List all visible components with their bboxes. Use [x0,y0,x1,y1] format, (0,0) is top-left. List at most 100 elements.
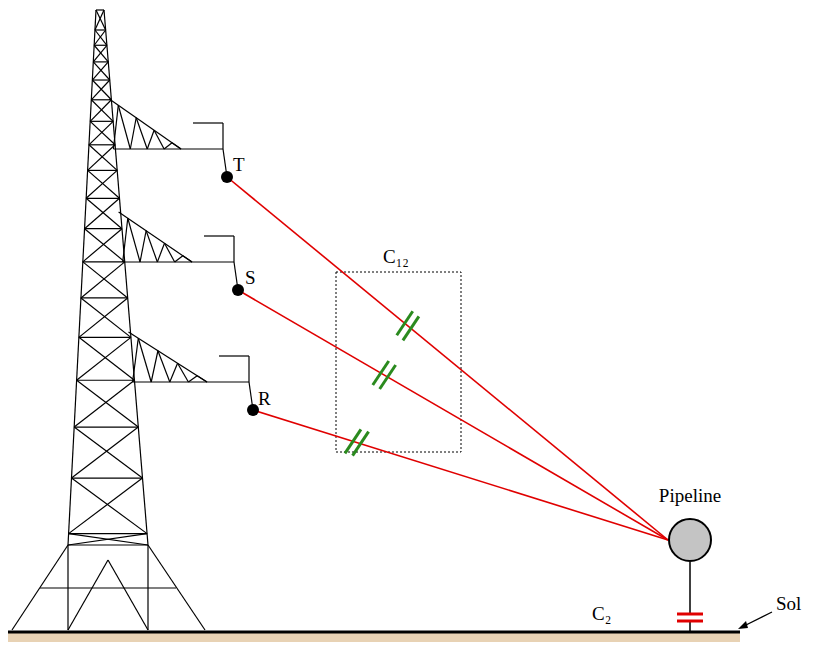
tower-member [146,231,157,262]
tower-member [72,477,143,478]
tower-member [95,10,104,30]
tower-member [95,30,107,45]
capacitor-symbol [353,432,369,456]
tower-member [81,262,125,298]
tower-member [104,10,148,545]
tower-member [164,243,174,262]
ground-line [8,631,740,634]
coupling-line [227,177,668,540]
tower-member [219,355,249,356]
phase-label: T [233,155,245,176]
pipeline-support [689,622,691,632]
tower-member [40,587,176,588]
tower-member [91,99,111,100]
conductor-dot [221,171,233,183]
tower-member [90,121,113,122]
tower-member [89,144,115,145]
tower-member [91,80,109,100]
tower-member [92,80,111,100]
tower-member [86,170,117,198]
tower-member [151,351,158,382]
pipeline-support [689,562,691,613]
tower-member [172,143,181,149]
tower-member [81,298,131,337]
phase-conductor: S [232,268,272,298]
tower-member [88,170,118,171]
tower-member [85,229,125,262]
tower-member [88,170,120,198]
tower-member [113,105,118,149]
tower-member [119,212,192,262]
tower-member [83,262,128,298]
tower-member [79,337,135,380]
phase-conductor: R [247,389,287,418]
capacitor-symbol [677,613,703,616]
pipeline-circle [667,517,713,563]
tower-member [128,332,207,382]
tower-member [79,337,131,338]
conductor-dot [247,404,259,416]
tower-member [86,198,119,199]
tower-member [136,118,147,149]
tower-member [92,79,109,80]
tower-member [178,363,189,382]
tower-member [133,338,139,382]
tower-member [204,235,234,236]
tower-member [85,198,120,228]
tower-member [90,100,111,122]
tower-member [130,118,136,149]
tower-member [108,560,148,630]
tower-member [68,544,148,545]
capacitance-label: C₁₂ [383,247,409,268]
leader-arrowhead [738,621,748,629]
tower-member [93,45,107,62]
phase-label: R [258,389,271,410]
capacitance-label: C₂ [592,604,611,625]
tower-member [68,560,108,630]
tower-member [147,130,154,149]
tower-member [96,9,104,10]
phase-conductor: T [221,155,261,185]
tower-member [158,351,170,382]
tower-member [74,380,134,427]
tower-member [175,256,183,262]
tower-member [157,243,164,262]
tower-member [93,61,108,62]
pipeline-label: Pipeline [645,486,735,507]
tower-member [94,45,108,62]
tower-member [95,29,106,30]
pipeline: Pipeline [645,486,735,564]
tower-member [77,380,139,427]
tower-member [89,121,113,144]
tower-member [222,123,223,149]
tower-member [96,10,106,30]
tower-member [233,236,234,262]
tower-member [197,376,207,382]
capacitor-symbol [403,316,419,340]
tower-member [72,478,148,534]
tower-member [164,143,172,149]
tower [12,10,253,630]
tower-member [248,356,249,382]
tower-member [94,30,105,45]
tower-member [72,427,139,478]
tower-member [140,231,146,262]
tower-member [88,145,115,171]
tower-member [68,534,147,545]
tower-member [109,99,181,149]
tower-member [123,218,128,262]
tower-member [170,363,178,382]
tower-member [128,218,140,262]
tower-member [77,380,135,381]
coupling-line [253,410,668,540]
tower-member [86,198,122,228]
tower-member [83,229,122,262]
conductor-dot [232,284,244,296]
tower-member [193,122,223,123]
capacitor-symbol [677,620,703,623]
tower-member [92,62,108,80]
coupling-line [238,290,668,540]
